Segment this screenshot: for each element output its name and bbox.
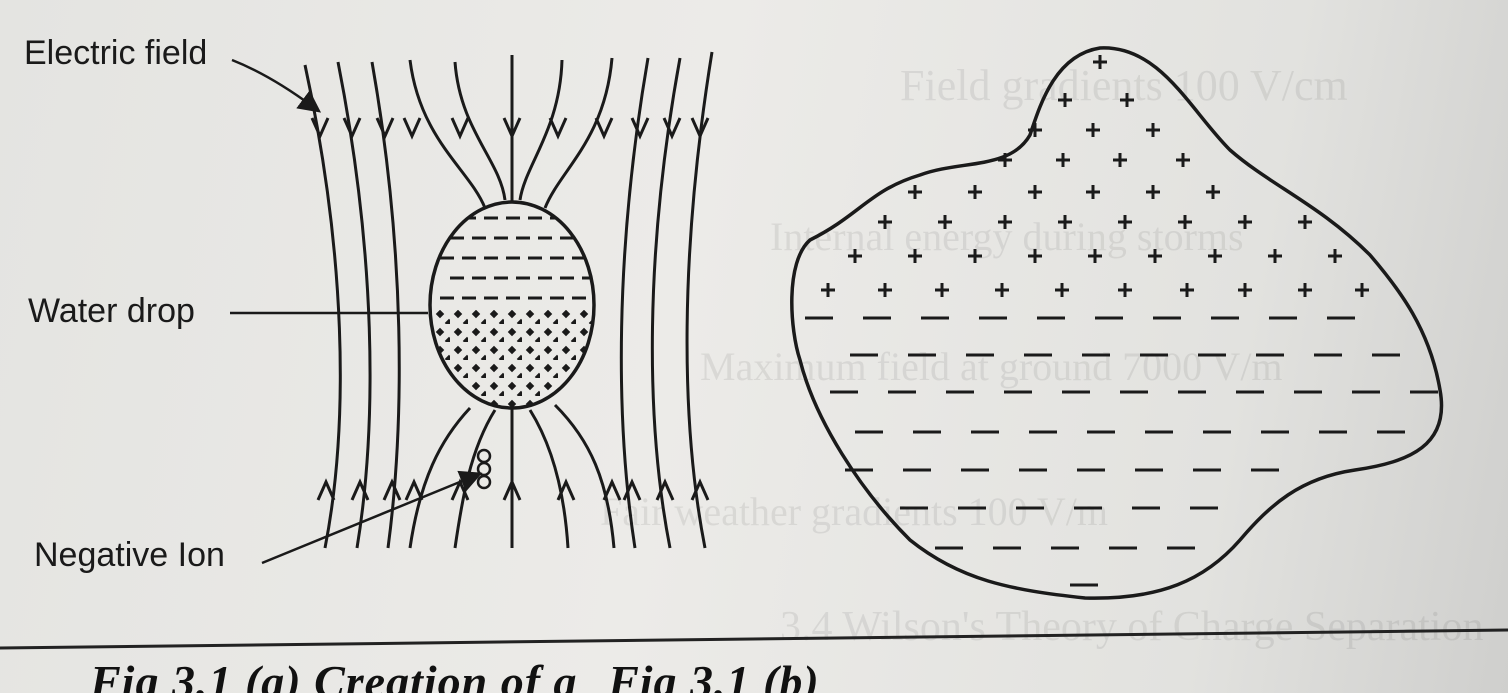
bleed-heading: 3.4 Wilson's Theory of Charge Separation (780, 604, 1483, 650)
field-arrow-down-1 (312, 118, 328, 136)
field-arrow-down-7 (550, 118, 566, 136)
negative-ion-leader (262, 477, 472, 563)
bleed-line-4: Fair weather gradients 100 V/m (600, 489, 1108, 534)
plus-sign (878, 283, 892, 297)
field-arrow-down-5 (452, 118, 468, 136)
electric-field-lines (305, 52, 712, 548)
bleed-line-3: Maximum field at ground 7000 V/m (700, 344, 1283, 389)
plus-sign (1086, 185, 1100, 199)
plus-sign (1298, 283, 1312, 297)
caption-right: Fig 3.1 (b) (608, 656, 820, 693)
label-water-drop: Water drop (28, 292, 195, 330)
field-arrow-up-1 (318, 482, 334, 500)
field-arrow-up-3 (384, 482, 400, 500)
field-arrow-down-9 (632, 118, 648, 136)
figure-caption: Fig 3.1 (a) Creation of a Fig 3.1 (b) (90, 655, 838, 693)
cloud-outline (792, 48, 1442, 598)
field-line-11 (687, 52, 712, 548)
bleed-line-1: Field gradients 100 V/cm (900, 61, 1348, 110)
plus-sign (1056, 153, 1070, 167)
electric-field-leader (232, 60, 312, 106)
negative-ion-symbol (478, 450, 490, 488)
plus-sign (968, 185, 982, 199)
field-arrow-down-3 (377, 118, 393, 136)
drop-negative-dashes (440, 218, 596, 298)
plus-sign (1176, 153, 1190, 167)
label-electric-field: Electric field (24, 34, 207, 72)
plus-sign (935, 283, 949, 297)
plus-sign (908, 185, 922, 199)
field-arrow-down-8 (596, 118, 612, 136)
label-negative-ion: Negative Ion (34, 536, 225, 574)
plus-sign (1028, 185, 1042, 199)
field-line-9 (621, 58, 648, 548)
water-drop (430, 202, 596, 410)
field-line-5 (455, 62, 505, 548)
thundercloud (792, 48, 1442, 598)
field-line-1 (305, 65, 340, 548)
drop-dotted-lower-half (430, 310, 595, 410)
field-arrow-down-4 (404, 118, 420, 136)
plus-sign (1328, 249, 1342, 263)
plus-sign (1118, 283, 1132, 297)
field-line-4 (410, 60, 485, 548)
plus-sign (1146, 185, 1160, 199)
plus-sign (995, 283, 1009, 297)
plus-sign (1268, 249, 1282, 263)
plus-sign (1113, 153, 1127, 167)
field-line-10 (652, 58, 680, 548)
plus-sign (1086, 123, 1100, 137)
plus-sign (1298, 215, 1312, 229)
plus-sign (1055, 283, 1069, 297)
plus-sign (1238, 283, 1252, 297)
plus-sign (1355, 283, 1369, 297)
caption-left: Fig 3.1 (a) Creation of a (90, 656, 578, 693)
plus-sign (1146, 123, 1160, 137)
field-arrow-down-2 (344, 118, 360, 136)
plus-sign (821, 283, 835, 297)
plus-sign (1180, 283, 1194, 297)
plus-sign (1206, 185, 1220, 199)
